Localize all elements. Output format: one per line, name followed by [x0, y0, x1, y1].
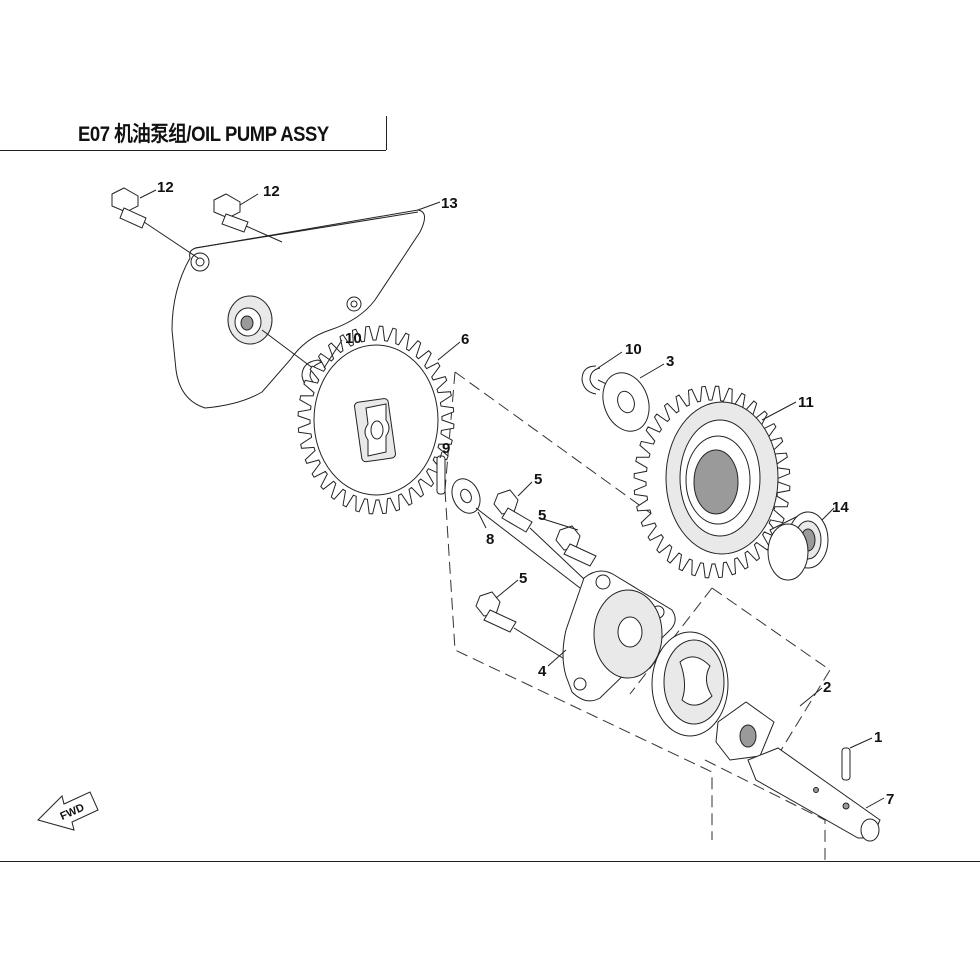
- callout-2: 2: [823, 679, 831, 696]
- leader-lines: [139, 189, 885, 809]
- callout-1: 1: [874, 729, 882, 746]
- bottom-rule: [0, 861, 980, 862]
- callout-12b: 12: [263, 183, 280, 200]
- washer-3: [602, 372, 650, 432]
- callout-5c: 5: [519, 570, 527, 587]
- washer-8: [451, 478, 581, 589]
- callout-4: 4: [538, 663, 547, 680]
- callout-8: 8: [486, 531, 494, 548]
- callout-9: 9: [442, 440, 450, 457]
- callout-10a: 10: [345, 330, 362, 347]
- idler-gear-11: [633, 385, 791, 579]
- callout-6: 6: [461, 331, 469, 348]
- pin-1: [841, 747, 851, 781]
- callout-12a: 12: [157, 179, 174, 196]
- bearing-14: [767, 511, 829, 581]
- pump-body-4: [562, 570, 676, 702]
- callout-5b: 5: [538, 507, 546, 524]
- assembly-dashed-lines: [444, 371, 831, 860]
- cover-plate-13: [171, 209, 425, 409]
- flange-bolt-12-a: [111, 187, 199, 259]
- flange-bolt-5-a: [493, 489, 586, 581]
- callout-14: 14: [832, 499, 849, 516]
- rotor-set-2: [651, 631, 775, 761]
- page-title: E07 机油泵组/OIL PUMP ASSY: [78, 123, 329, 146]
- callout-5a: 5: [534, 471, 542, 488]
- title-divider: [386, 116, 387, 150]
- title-underline: [0, 150, 386, 151]
- flange-bolt-5-b: [555, 525, 597, 567]
- callout-3: 3: [666, 353, 674, 370]
- callout-7: 7: [886, 791, 894, 808]
- callout-10b: 10: [625, 341, 642, 358]
- callout-labels: 12 12 13 10 6 10 3 11 9 5 5 8 14 5 4 2 1…: [157, 179, 894, 808]
- callout-13: 13: [441, 195, 458, 212]
- flange-bolt-5-c: [475, 591, 567, 661]
- flange-bolt-12-b: [213, 193, 283, 243]
- circlip-10-right: [581, 365, 641, 401]
- callout-11: 11: [798, 394, 814, 411]
- pump-drive-gear-6: [297, 325, 455, 515]
- forward-arrow-icon: FWD: [37, 791, 99, 831]
- pump-shaft-7: [747, 747, 881, 842]
- dowel-pin-9: [436, 455, 446, 495]
